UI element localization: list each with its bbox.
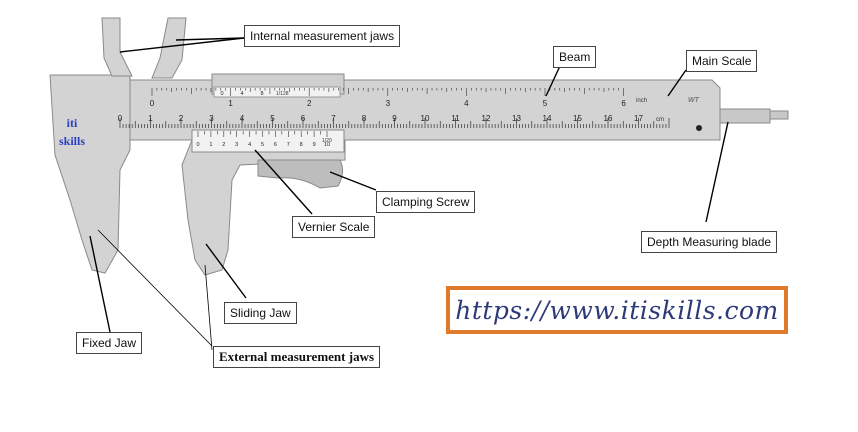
inch-vernier-number: 8 [260, 91, 263, 97]
label-depth-blade: Depth Measuring blade [641, 231, 778, 253]
vernier-scale-number: 9 [313, 142, 316, 148]
main-scale-number: 10 [421, 114, 430, 123]
label-vernier-scale: Vernier Scale [292, 216, 376, 238]
vernier-scale-number: 1 [209, 142, 212, 148]
main-scale-number: 11 [451, 114, 460, 123]
inch-scale-number: 2 [307, 99, 312, 108]
vernier-scale-ticks [197, 131, 328, 137]
label-fixed-jaw: Fixed Jaw [76, 332, 143, 354]
main-scale-number: 14 [543, 114, 552, 123]
brand-line2: skills [58, 134, 85, 148]
vernier-window [191, 129, 345, 153]
depth-blade [719, 108, 771, 124]
label-clamping-screw: Clamping Screw [376, 191, 476, 213]
website-url-box: https://www.itiskills.com [446, 286, 788, 334]
maker-mark: WT [688, 97, 700, 104]
website-url: https://www.itiskills.com [455, 295, 779, 325]
label-main-scale: Main Scale [686, 50, 758, 72]
label-external-jaws: External measurement jaws [213, 346, 381, 368]
fixed-internal-jaw [101, 17, 133, 77]
main-scale-number: 7 [331, 114, 336, 123]
main-scale-number: 8 [362, 114, 367, 123]
inch-scale-number: 6 [621, 99, 626, 108]
inch-vernier-numbers: 0 4 8 [220, 91, 263, 97]
depth-blade-tip [769, 110, 789, 120]
inch-vernier-number: 0 [220, 91, 223, 97]
inch-scale-number: 1 [228, 99, 233, 108]
inch-scale-number: 5 [543, 99, 548, 108]
vernier-scale-number: 4 [248, 142, 251, 148]
vernier-scale-number: 0 [196, 142, 199, 148]
vernier-scale-number: 2 [222, 142, 225, 148]
fixed-jaw-body [49, 74, 131, 274]
leader-lines [89, 37, 729, 333]
main-scale-number: 2 [179, 114, 184, 123]
inch-vernier-window [213, 86, 341, 98]
main-scale-number: 15 [573, 114, 582, 123]
vernier-scale-number: 6 [274, 142, 277, 148]
inch-vernier-number: 4 [240, 91, 243, 97]
beam-rivet [696, 125, 702, 131]
inch-unit: inch [636, 98, 647, 104]
label-beam: Beam [553, 46, 597, 68]
inch-vernier-unit: 1/128 [276, 91, 289, 97]
brand-logo: iti skills [52, 114, 92, 150]
main-scale-ticks [119, 118, 670, 128]
main-scale-number: 0 [118, 114, 123, 123]
main-scale-number: 6 [301, 114, 306, 123]
vernier-unit: 1/20 [322, 138, 332, 144]
main-scale-number: 12 [482, 114, 491, 123]
label-internal-jaws: Internal measurement jaws [244, 25, 401, 47]
main-scale-number: 4 [240, 114, 245, 123]
main-scale-number: 13 [512, 114, 521, 123]
vernier-scale-number: 5 [261, 142, 264, 148]
main-scale-number: 1 [148, 114, 153, 123]
main-scale-number: 16 [604, 114, 613, 123]
inch-scale-number: 4 [464, 99, 469, 108]
vernier-scale-numbers: 0 1 2 3 4 5 6 7 8 9 10 [196, 142, 330, 148]
vernier-scale-number: 8 [300, 142, 303, 148]
main-scale-number: 9 [392, 114, 397, 123]
vernier-scale-number: 10 [324, 142, 330, 148]
main-scale-number: 5 [270, 114, 275, 123]
vernier-scale-number: 7 [287, 142, 290, 148]
brand-line1: iti [66, 116, 78, 130]
main-scale-number: 3 [209, 114, 214, 123]
cm-unit: cm [656, 117, 664, 123]
main-scale-number: 17 [634, 114, 643, 123]
sliding-jaw-body [181, 139, 346, 276]
inch-scale-number: 0 [150, 99, 155, 108]
label-sliding-jaw: Sliding Jaw [224, 302, 297, 324]
sliding-internal-jaw [151, 17, 187, 79]
leader-lines-thin [97, 229, 213, 351]
inch-scale-number: 3 [386, 99, 391, 108]
inch-scale-numbers: 0 1 2 3 4 5 6 [150, 99, 627, 108]
clamping-screw-knob [257, 159, 344, 189]
vernier-scale-number: 3 [235, 142, 238, 148]
inch-scale-ticks [151, 88, 624, 96]
